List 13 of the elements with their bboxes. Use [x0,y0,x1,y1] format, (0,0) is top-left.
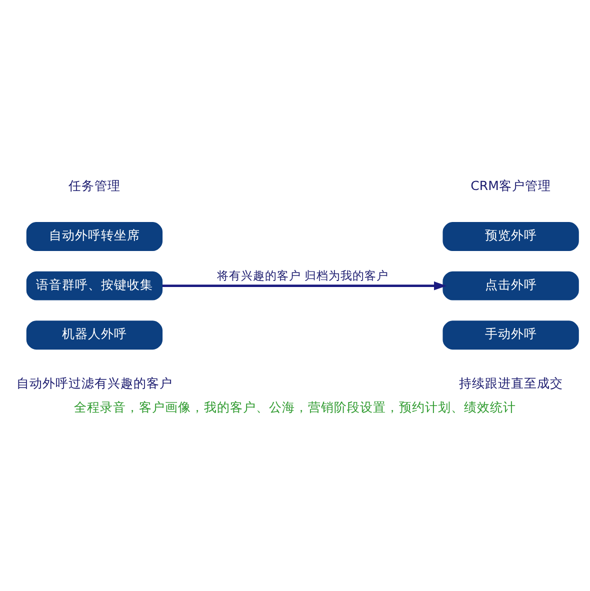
node-box: 手动外呼 [442,320,579,350]
caption: 全程录音，客户画像，我的客户、公海，营销阶段设置，预约计划、绩效统计 [74,399,516,414]
arrow [162,280,447,290]
node-box: 自动外呼转坐席 [26,222,163,250]
node-box: 语音群呼、按键收集 [26,270,163,300]
node-box: 预览外呼 [442,222,579,250]
label: 任务管理 [68,178,120,193]
node-box: 机器人外呼 [26,320,163,350]
node-box: 点击外呼 [442,270,579,300]
label: 持续跟进直至成交 [458,374,563,390]
edge-label: 将有兴趣的客户 归档为我的客户 [216,268,388,282]
label: 自动外呼过滤有兴趣的客户 [16,374,172,390]
label: CRM客户管理 [470,178,551,193]
